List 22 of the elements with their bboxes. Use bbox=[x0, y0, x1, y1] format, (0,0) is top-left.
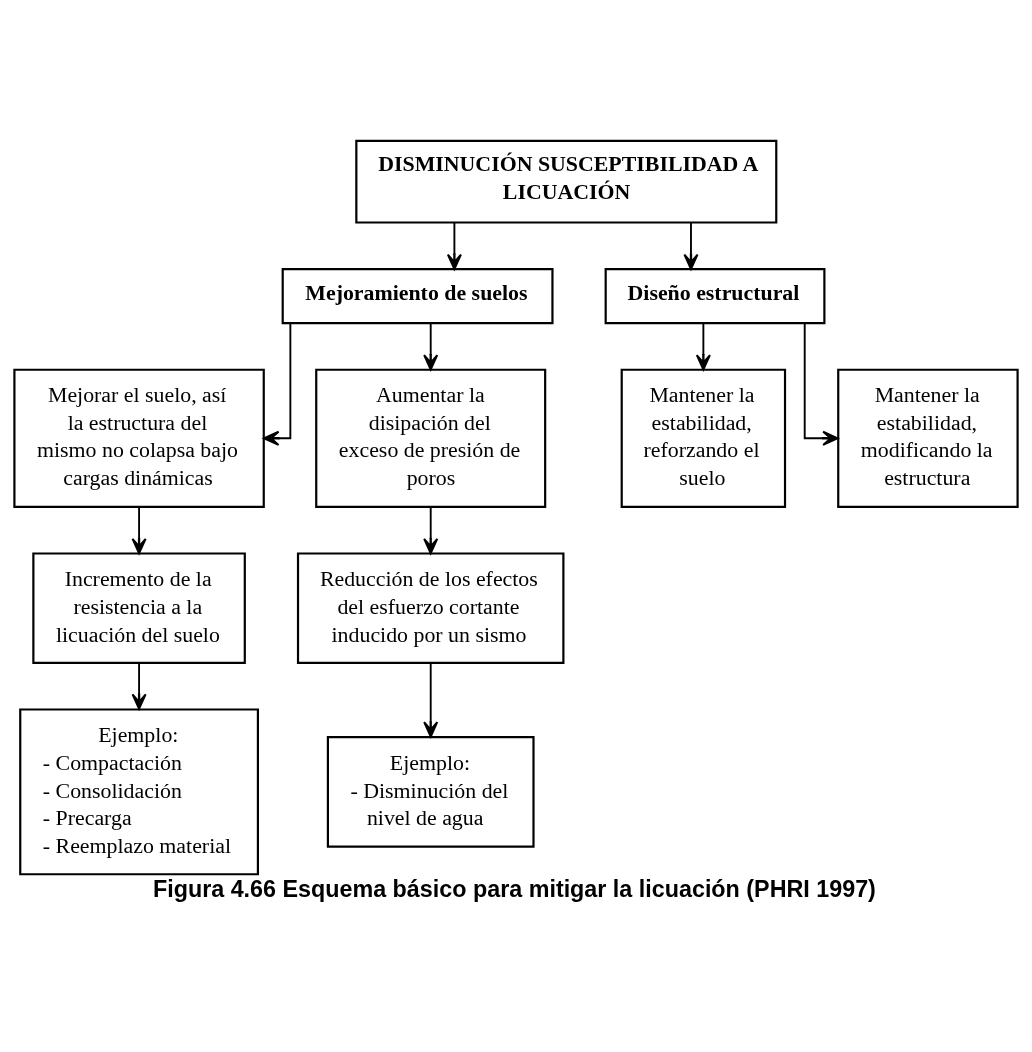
arrow bbox=[423, 322, 439, 371]
arrow bbox=[131, 661, 147, 710]
node-box: Mejoramiento de suelos bbox=[281, 267, 554, 324]
arrow bbox=[131, 505, 147, 554]
node-box: Diseño estructural bbox=[604, 267, 826, 324]
arrow bbox=[695, 322, 711, 371]
node-box: DISMINUCIÓN SUSCEPTIBILIDAD A LICUACIÓN bbox=[355, 139, 778, 224]
caption: Figura 4.66 Esquema básico para mitigar la licuación (PHRI 1997) bbox=[152, 875, 876, 902]
arrow bbox=[423, 661, 439, 738]
node-box: Aumentar la disipación del exceso de presión de poros bbox=[315, 368, 547, 508]
arrow bbox=[263, 322, 292, 446]
arrow bbox=[683, 221, 699, 270]
arrow bbox=[446, 221, 462, 270]
node-box: Mantener la estabilidad, reforzando el suelo bbox=[620, 368, 787, 508]
node-box: Incremento de la resistencia a la licuación del suelo bbox=[32, 551, 246, 664]
node-box: Mantener la estabilidad, modificando la estructura bbox=[837, 368, 1019, 508]
node-box: Reducción de los efectos del esfuerzo cortante inducido por un sismo bbox=[296, 551, 565, 664]
node-box: Mejorar el suelo, así la estructura del mismo no colapsa bajo cargas dinámicas bbox=[13, 368, 265, 508]
arrow bbox=[803, 322, 839, 446]
node-box: Ejemplo: - Disminución del nivel de agua bbox=[326, 735, 535, 848]
arrow bbox=[423, 505, 439, 554]
node-box: Ejemplo: - Compactación - Consolidación - Precarga - Reemplazo material bbox=[19, 707, 259, 875]
